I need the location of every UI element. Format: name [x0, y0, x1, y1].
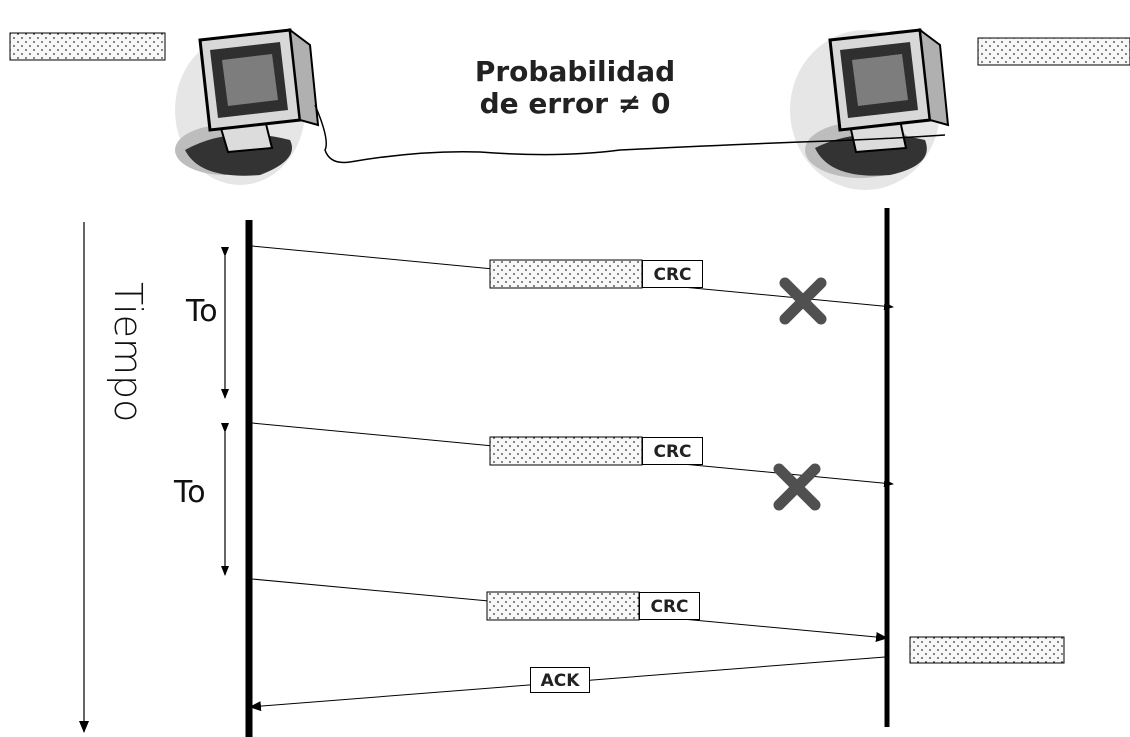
frame-block-sender-top — [9, 32, 166, 61]
timeout-label-2: To — [174, 475, 206, 510]
frame-data-2 — [489, 436, 643, 466]
crc-tag-1: CRC — [642, 260, 703, 288]
timeout-label-1: To — [186, 294, 218, 329]
crc-tag-3: CRC — [639, 592, 700, 620]
frame-data-1 — [489, 259, 643, 289]
time-axis-label: Tiempo — [106, 282, 150, 423]
x-mark-icon — [773, 463, 821, 511]
frame-block-receiver-top — [977, 37, 1130, 66]
frame-data-3 — [486, 591, 640, 621]
ack-tag: ACK — [530, 667, 590, 693]
crc-tag-2: CRC — [642, 437, 703, 465]
computer-icon — [175, 27, 351, 185]
computer-icon — [790, 27, 950, 190]
frame-block-received — [909, 636, 1065, 664]
x-mark-icon — [779, 277, 827, 325]
diagram-title: Probabilidad de error ≠ 0 — [474, 55, 676, 120]
network-cable — [349, 134, 946, 163]
